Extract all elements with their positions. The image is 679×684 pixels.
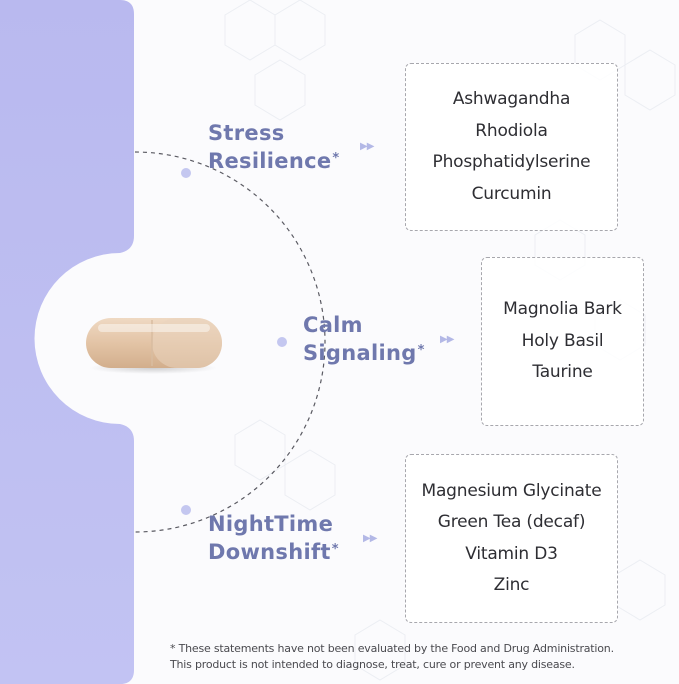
benefit-line2: Resilience xyxy=(208,149,332,173)
ingredient-item: Zinc xyxy=(493,575,530,595)
ingredient-item: Magnolia Bark xyxy=(503,299,622,320)
disclaimer-line1: * These statements have not been evaluat… xyxy=(170,642,614,655)
ingredient-item: Green Tea (decaf) xyxy=(437,512,586,532)
double-arrow-icon: ▶▶ xyxy=(363,533,377,544)
ingredient-item: Rhodiola xyxy=(475,120,548,141)
fda-disclaimer: * These statements have not been evaluat… xyxy=(170,641,614,673)
ingredient-item: Vitamin D3 xyxy=(465,543,558,564)
dot-3 xyxy=(181,505,191,515)
benefit-calm-signaling: Calm Signaling* xyxy=(303,311,425,367)
benefit-line1: Calm xyxy=(303,313,363,337)
ingredient-box-2: Magnolia Bark Holy Basil Taurine xyxy=(481,257,644,426)
asterisk: * xyxy=(332,151,340,166)
asterisk: * xyxy=(417,343,425,358)
ingredient-box-3: Magnesium Glycinate Green Tea (decaf) Vi… xyxy=(405,454,618,623)
capsule xyxy=(86,318,222,374)
ingredient-item: Ashwagandha xyxy=(452,89,571,109)
benefit-line2: Downshift xyxy=(208,540,331,564)
asterisk: * xyxy=(331,542,339,557)
ingredient-box-1: Ashwagandha Rhodiola Phosphatidylserine … xyxy=(405,63,618,231)
disclaimer-line2: This product is not intended to diagnose… xyxy=(170,658,575,671)
side-panel xyxy=(0,0,134,684)
benefit-line1: Stress xyxy=(208,121,285,145)
benefit-nighttime-downshift: NightTime Downshift* xyxy=(208,510,339,566)
ingredient-item: Magnesium Glycinate xyxy=(421,480,602,501)
ingredient-item: Holy Basil xyxy=(521,330,604,351)
dashed-arc xyxy=(134,151,326,533)
double-arrow-icon: ▶▶ xyxy=(360,141,374,152)
benefit-line1: NightTime xyxy=(208,512,334,536)
benefit-stress-resilience: Stress Resilience* xyxy=(208,119,340,175)
ingredient-item: Curcumin xyxy=(471,183,552,204)
double-arrow-icon: ▶▶ xyxy=(440,334,454,345)
ingredient-item: Phosphatidylserine xyxy=(432,152,591,172)
ingredient-item: Taurine xyxy=(532,362,593,383)
benefit-line2: Signaling xyxy=(303,341,417,365)
dot-2 xyxy=(277,337,287,347)
dot-1 xyxy=(181,168,191,178)
